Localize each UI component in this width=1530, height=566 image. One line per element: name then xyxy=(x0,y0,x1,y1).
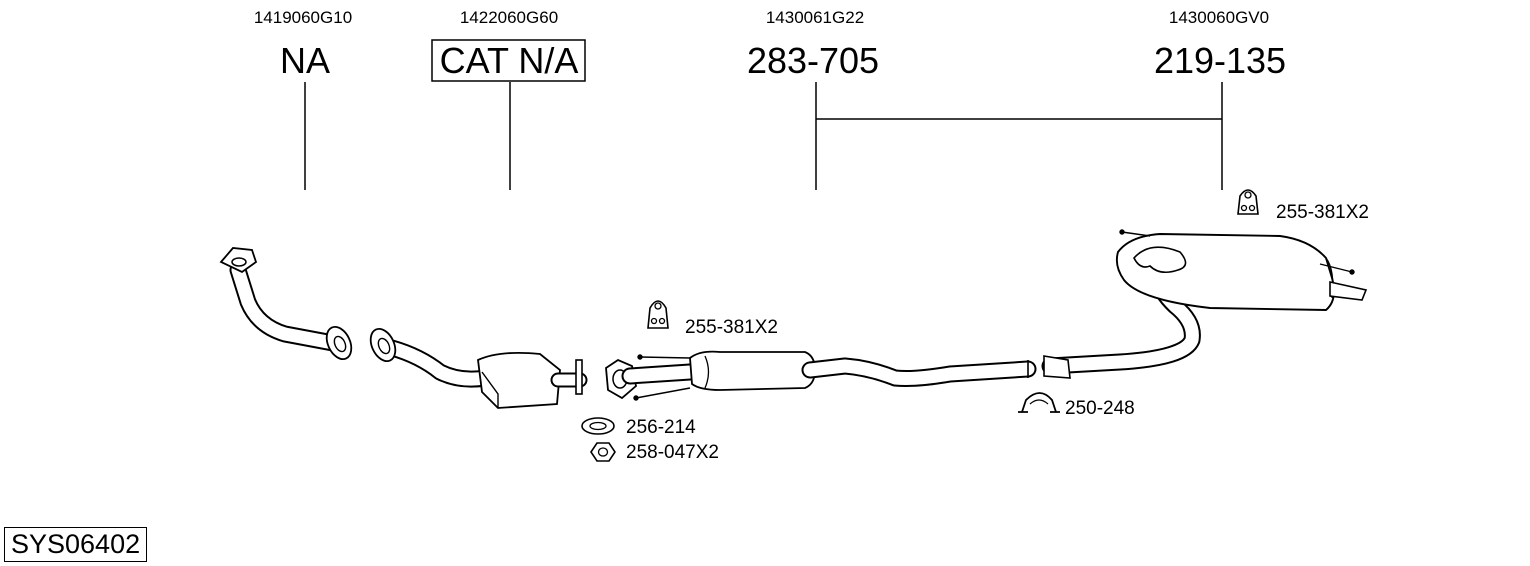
callout-hanger-front: 255-381X2 xyxy=(685,317,778,338)
nut-icon xyxy=(590,442,616,462)
part-label-catalyst: CAT N/A xyxy=(440,40,579,81)
front-pipe-end-flange xyxy=(325,326,353,360)
system-code-label: SYS06402 xyxy=(4,527,148,562)
clamp-icon xyxy=(1018,392,1060,413)
callout-nut: 258-047X2 xyxy=(626,442,719,463)
catalyst-outlet-flange xyxy=(575,359,583,395)
gasket-icon xyxy=(581,417,615,435)
catalyst-label-box xyxy=(431,39,586,82)
callout-gasket: 256-214 xyxy=(626,417,696,438)
front-pipe xyxy=(219,247,353,360)
center-pipe xyxy=(605,350,1037,401)
part-label-center-pipe: 283-705 xyxy=(747,40,879,81)
callout-hanger-rear: 255-381X2 xyxy=(1276,202,1369,223)
catalyst-body xyxy=(477,351,561,409)
oem-number-front-pipe: 1419060G10 xyxy=(254,8,352,27)
rear-silencer-body xyxy=(1115,233,1335,311)
rear-silencer xyxy=(1041,229,1368,379)
callout-clamp: 250-248 xyxy=(1065,398,1135,419)
rubber-hanger-icon-front xyxy=(647,300,669,329)
oem-number-rear-silencer: 1430060GV0 xyxy=(1169,8,1269,27)
leader-lines xyxy=(304,82,1223,190)
rear-silencer-inlet-end xyxy=(1043,355,1071,379)
part-label-front-pipe: NA xyxy=(280,40,330,81)
catalyst-inlet-flange xyxy=(369,328,397,362)
rear-silencer-tailpipe xyxy=(1329,281,1368,301)
oem-number-catalyst: 1422060G60 xyxy=(460,8,558,27)
oem-number-center-pipe: 1430061G22 xyxy=(766,8,864,27)
catalytic-converter xyxy=(369,328,588,409)
part-label-rear-silencer: 219-135 xyxy=(1154,40,1286,81)
rubber-hanger-icon-rear xyxy=(1237,189,1259,215)
